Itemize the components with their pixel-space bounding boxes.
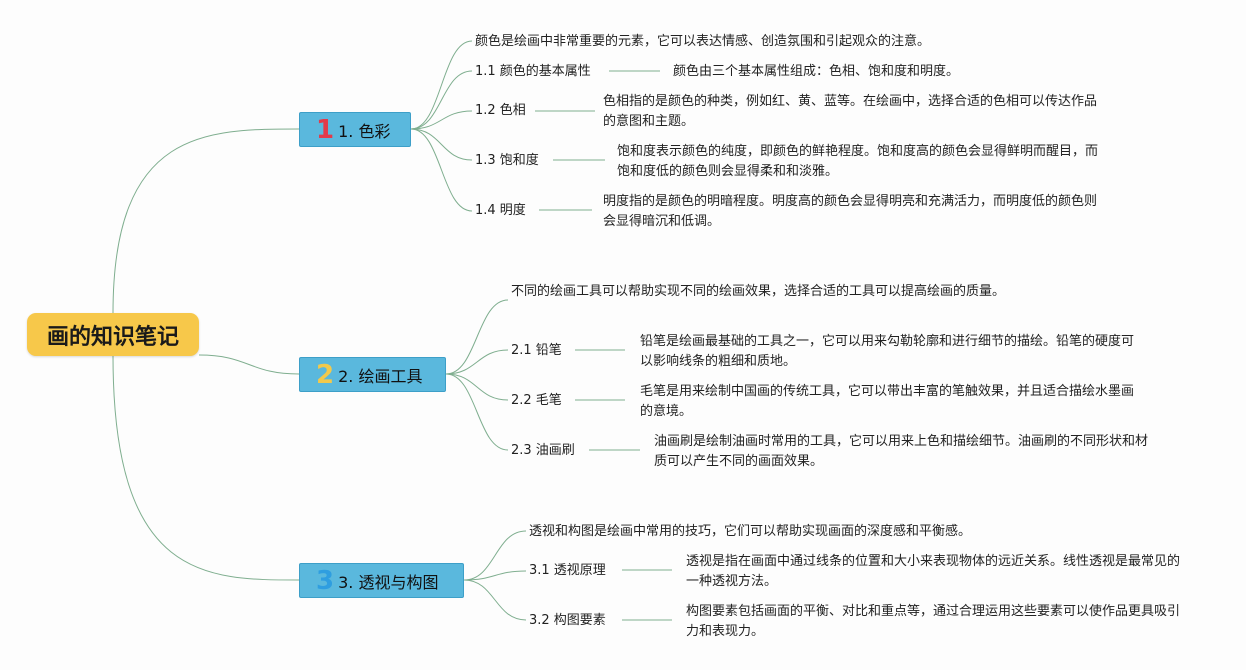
branch-number: 2 <box>316 359 335 390</box>
sub-topic-desc: 明度指的是颜色的明暗程度。明度高的颜色会显得明亮和充满活力，而明度低的颜色则会显… <box>603 194 1098 229</box>
branch2-link-0 <box>445 299 509 375</box>
branch-number: 1 <box>316 114 335 145</box>
branch1-link-2 <box>410 110 473 130</box>
sub-topic-desc: 构图要素包括画面的平衡、对比和重点等，通过合理运用这些要素可以使作品更具吸引力和… <box>686 604 1181 639</box>
root-node[interactable]: 画的知识笔记 <box>27 313 199 356</box>
root-link-2 <box>198 354 300 375</box>
root-link-1 <box>112 128 300 314</box>
root-title: 画的知识笔记 <box>46 324 179 350</box>
sub-topic-label[interactable]: 2.1 铅笔 <box>511 343 562 358</box>
branch-intro: 不同的绘画工具可以帮助实现不同的绘画效果，选择合适的工具可以提高绘画的质量。 <box>511 284 1006 299</box>
branch1-link-3 <box>410 128 473 161</box>
sub-topic-label[interactable]: 1.2 色相 <box>475 103 526 118</box>
branch-intro: 透视和构图是绘画中常用的技巧，它们可以帮助实现画面的深度感和平衡感。 <box>529 524 972 539</box>
branch-node-tools[interactable]: 2 2. 绘画工具 <box>299 357 446 392</box>
root-link-3 <box>112 355 300 581</box>
branch-node-color[interactable]: 1 1. 色彩 <box>299 112 411 147</box>
branch2-link-2 <box>445 373 509 401</box>
sub-topic-label[interactable]: 1.3 饱和度 <box>475 153 539 168</box>
branch-label: 1. 色彩 <box>338 121 391 141</box>
branch3-link-1 <box>463 570 527 581</box>
sub-topic-desc: 色相指的是颜色的种类，例如红、黄、蓝等。在绘画中，选择合适的色相可以传达作品的意… <box>603 94 1098 129</box>
branch-label: 2. 绘画工具 <box>338 366 423 386</box>
sub-topic-label[interactable]: 3.2 构图要素 <box>529 613 606 628</box>
branch3-link-2 <box>463 579 527 621</box>
sub-topic-label[interactable]: 2.3 油画刷 <box>511 443 575 458</box>
sub-topic-label[interactable]: 1.4 明度 <box>475 203 526 218</box>
sub-topic-desc: 油画刷是绘制油画时常用的工具，它可以用来上色和描绘细节。油画刷的不同形状和材质可… <box>654 434 1149 469</box>
sub-topic-desc: 饱和度表示颜色的纯度，即颜色的鲜艳程度。饱和度高的颜色会显得鲜明而醒目，而饱和度… <box>617 144 1099 179</box>
branch3-link-0 <box>463 530 527 581</box>
sub-topic-label[interactable]: 1.1 颜色的基本属性 <box>475 64 591 79</box>
sub-topic-desc: 毛笔是用来绘制中国画的传统工具，它可以带出丰富的笔触效果，并且适合描绘水墨画的意… <box>640 384 1135 419</box>
branch-label: 3. 透视与构图 <box>338 572 439 592</box>
sub-topic-label[interactable]: 3.1 透视原理 <box>529 563 606 578</box>
branch1-link-1 <box>410 70 473 130</box>
branch2-link-1 <box>445 349 509 375</box>
branch-number: 3 <box>316 565 335 596</box>
branch1-link-4 <box>410 128 473 212</box>
branch2-link-3 <box>445 373 509 451</box>
sub-topic-desc: 铅笔是绘画最基础的工具之一，它可以用来勾勒轮廓和进行细节的描绘。铅笔的硬度可以影… <box>640 334 1135 369</box>
sub-topic-label[interactable]: 2.2 毛笔 <box>511 393 562 408</box>
branch-intro: 颜色是绘画中非常重要的元素，它可以表达情感、创造氛围和引起观众的注意。 <box>475 34 931 49</box>
branch1-link-0 <box>410 40 473 130</box>
sub-topic-desc: 颜色由三个基本属性组成：色相、饱和度和明度。 <box>673 64 960 79</box>
sub-topic-desc: 透视是指在画面中通过线条的位置和大小来表现物体的远近关系。线性透视是最常见的一种… <box>686 554 1181 589</box>
branch-node-perspective[interactable]: 3 3. 透视与构图 <box>299 563 464 598</box>
